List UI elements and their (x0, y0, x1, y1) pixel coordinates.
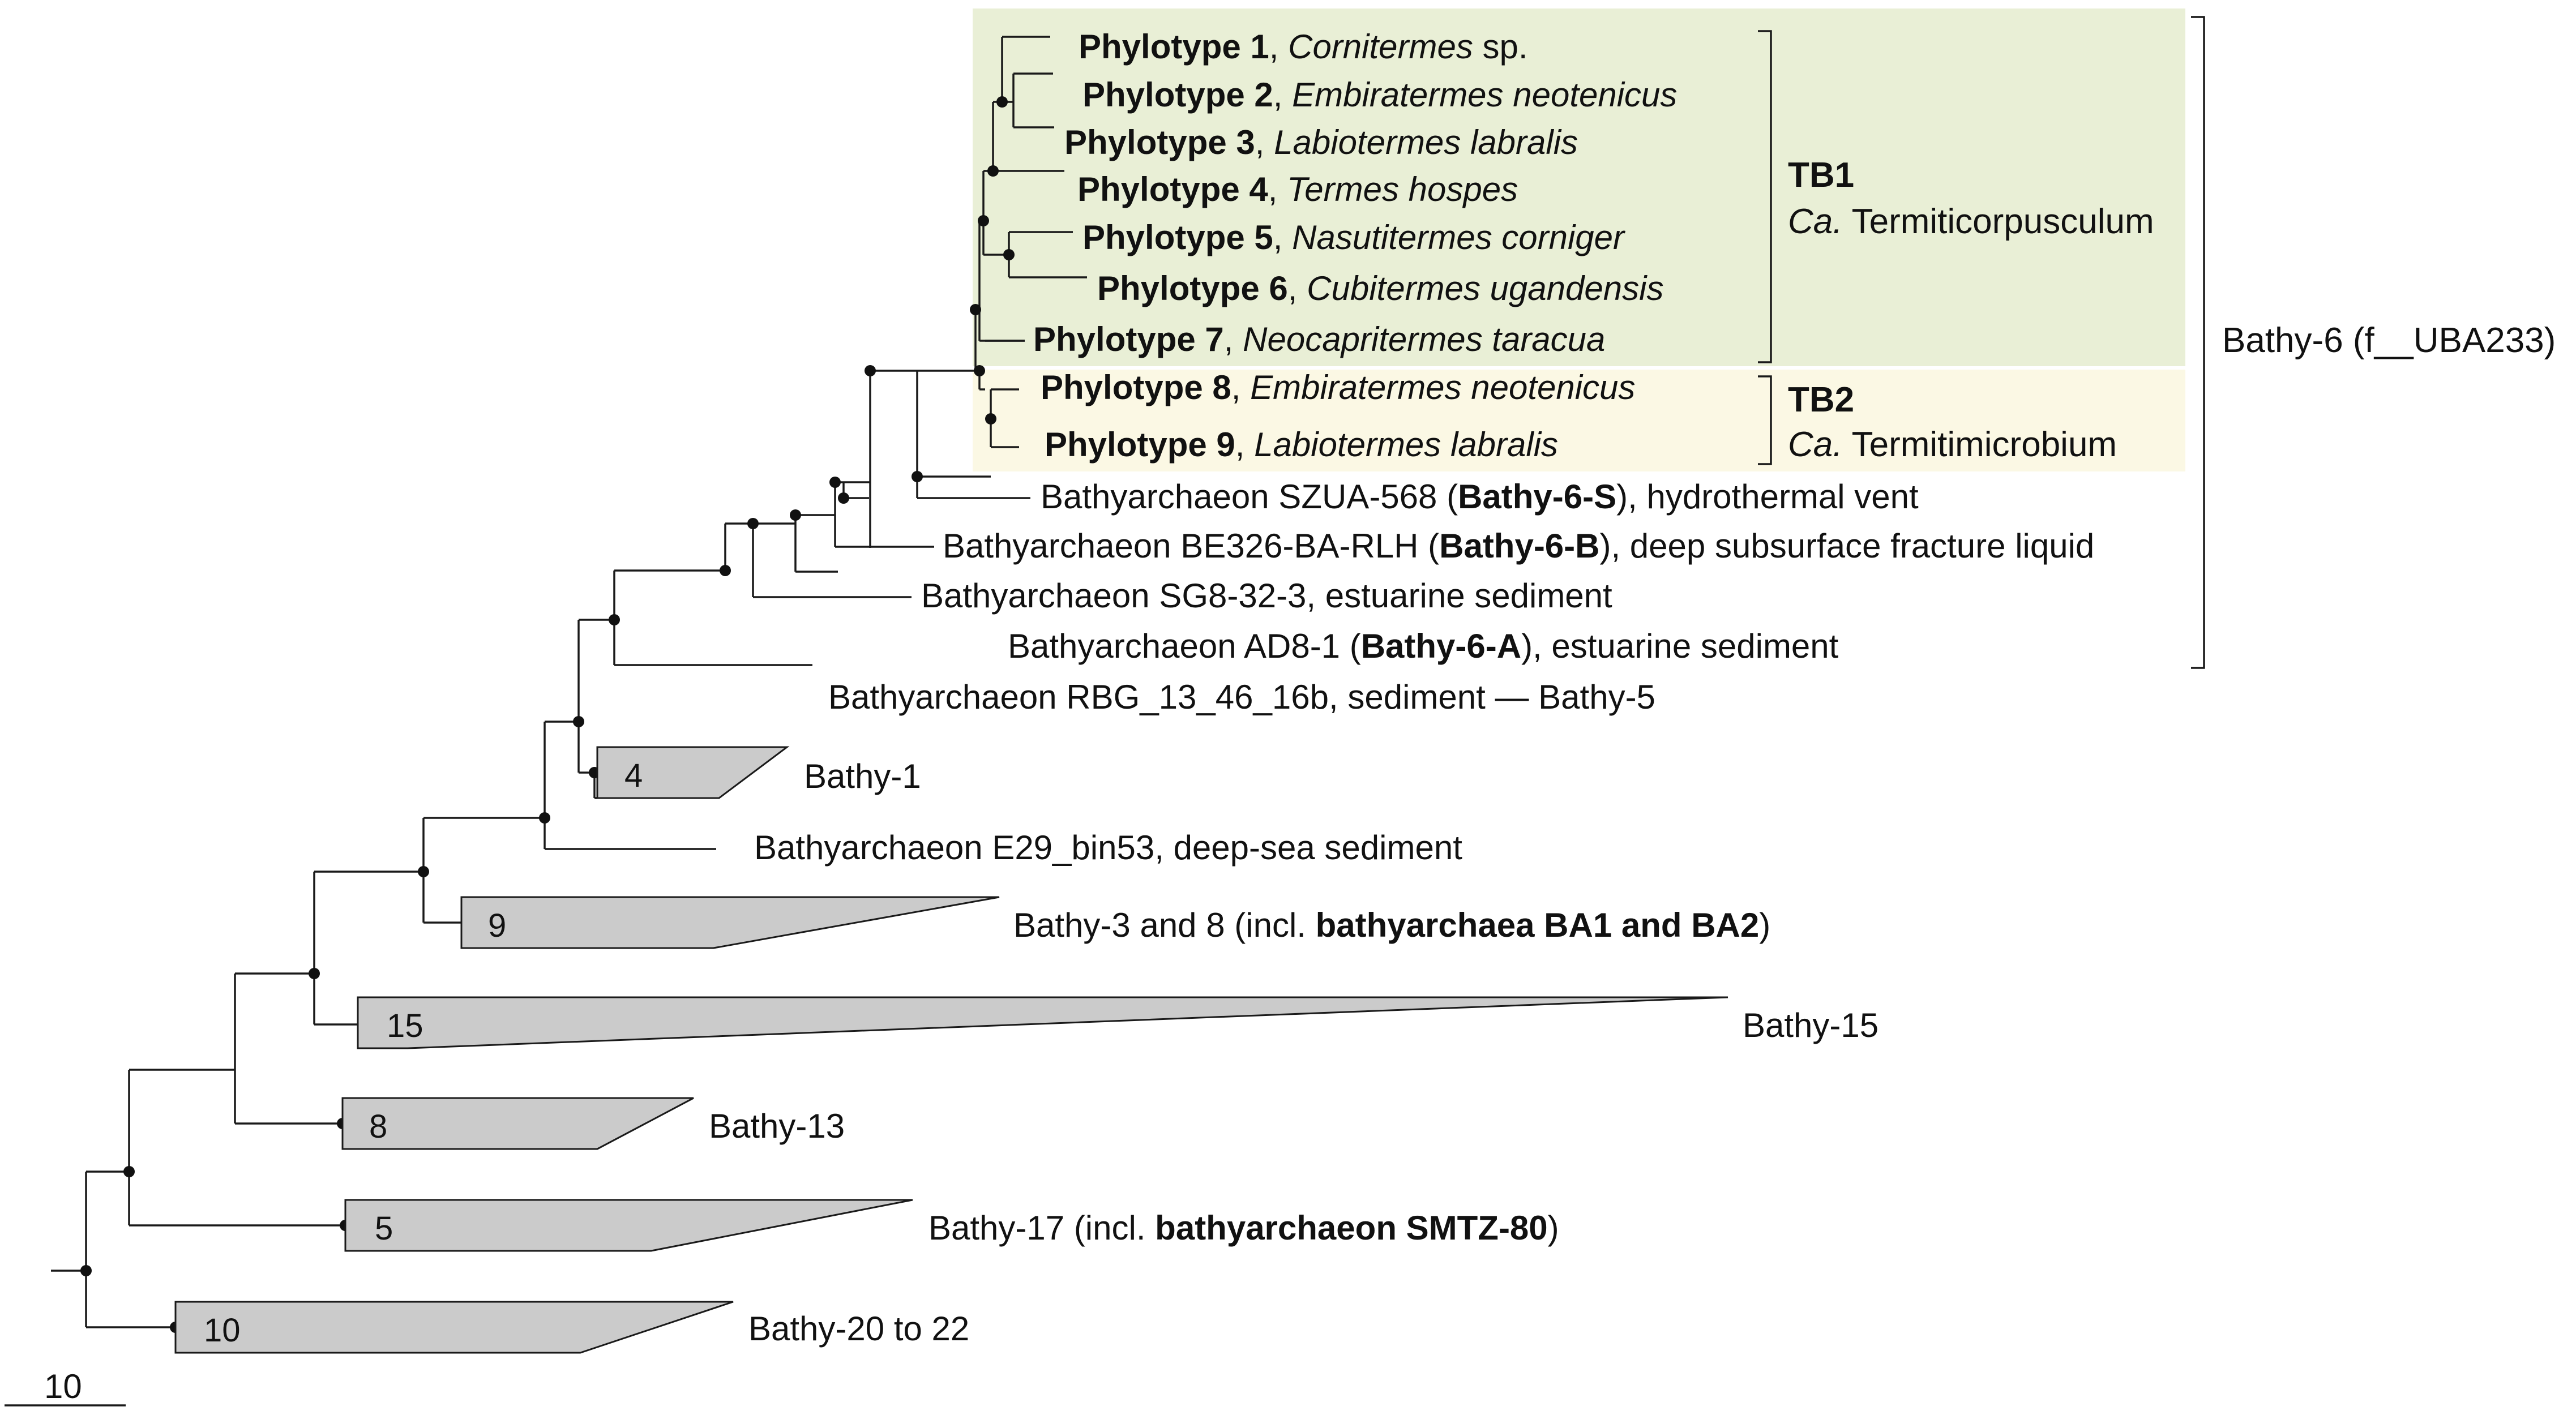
taxon-label: Phylotype 3, Labiotermes labralis (1064, 123, 1578, 161)
label-segment: Bathy-3 and 8 (incl. (1013, 906, 1316, 944)
label-segment: , (1235, 426, 1254, 464)
label-segment: Bathy-6-A (1361, 627, 1521, 665)
label-segment: , (1224, 320, 1243, 358)
collapsed-clade-bathy1: 4 (596, 746, 790, 799)
taxon-label: Phylotype 4, Termes hospes (1077, 170, 1518, 208)
tb1-name: Ca. Termiticorpusculum (1788, 202, 2154, 241)
label-segment: ), estuarine sediment (1521, 627, 1839, 665)
label-segment: , (1268, 170, 1287, 208)
collapsed-clade-bathy20: 10 (174, 1301, 734, 1354)
label-segment: Bathyarchaeon E29_bin53, deep-sea sedime… (754, 829, 1462, 867)
taxon-label: Bathyarchaeon BE326-BA-RLH (Bathy-6-B), … (943, 527, 2094, 565)
label-segment: Bathy-20 to 22 (748, 1310, 969, 1348)
svg-text:5: 5 (375, 1210, 393, 1247)
label-segment: Phylotype 5 (1082, 218, 1273, 256)
tb2-code: TB2 (1788, 380, 1854, 419)
tb2-name: Ca. Termitimicrobium (1788, 425, 2117, 464)
taxon-label: Phylotype 1, Cornitermes sp. (1079, 28, 1528, 66)
label-segment: Phylotype 9 (1045, 426, 1235, 464)
label-segment: Phylotype 3 (1064, 123, 1255, 161)
label-segment: Bathyarchaeon BE326-BA-RLH ( (943, 527, 1439, 565)
clade-label: Bathy-13 (709, 1107, 845, 1145)
taxon-label: Bathyarchaeon RBG_13_46_16b, sediment — … (828, 678, 1655, 716)
tb2-bracket (1758, 375, 1772, 465)
label-segment: , (1255, 123, 1274, 161)
label-segment: Phylotype 2 (1082, 76, 1273, 114)
taxon-label: Bathyarchaeon E29_bin53, deep-sea sedime… (754, 829, 1462, 867)
label-segment: Phylotype 6 (1097, 269, 1288, 307)
scale-bar-label: 10 (44, 1367, 82, 1405)
label-segment: Phylotype 8 (1041, 368, 1231, 406)
label-segment: , (1273, 76, 1292, 114)
clade-label: Bathy-15 (1743, 1006, 1878, 1044)
label-segment: Labiotermes labralis (1254, 426, 1558, 464)
label-segment: ), hydrothermal vent (1616, 478, 1919, 516)
taxon-label: Bathyarchaeon SG8-32-3, estuarine sedime… (921, 577, 1612, 615)
label-segment: Phylotype 4 (1077, 170, 1268, 208)
collapsed-clade-bathy3: 9 (460, 896, 1000, 949)
label-segment: , (1288, 269, 1307, 307)
taxon-label: Phylotype 2, Embiratermes neotenicus (1082, 76, 1677, 114)
label-segment: , (1231, 368, 1250, 406)
label-segment: Bathy-6-B (1439, 527, 1599, 565)
svg-text:10: 10 (204, 1312, 241, 1349)
label-segment: Bathyarchaeon RBG_13_46_16b, sediment — … (828, 678, 1655, 716)
label-segment: sp. (1473, 28, 1528, 66)
collapsed-clade-bathy17: 5 (344, 1199, 913, 1252)
label-segment: Embiratermes neotenicus (1250, 368, 1635, 406)
taxon-label: Phylotype 6, Cubitermes ugandensis (1097, 269, 1663, 307)
taxon-label: Phylotype 9, Labiotermes labralis (1045, 426, 1558, 464)
label-segment: Cornitermes (1288, 28, 1473, 66)
label-segment: , (1269, 28, 1288, 66)
label-segment: Phylotype 7 (1033, 320, 1224, 358)
clade-label: Bathy-17 (incl. bathyarchaeon SMTZ-80) (928, 1209, 1559, 1247)
label-segment: Bathyarchaeon AD8-1 ( (1008, 627, 1361, 665)
label-segment: Bathy-13 (709, 1107, 845, 1145)
label-segment: Labiotermes labralis (1274, 123, 1578, 161)
label-segment: Phylotype 1 (1079, 28, 1269, 66)
label-segment: Bathy-17 (incl. (928, 1209, 1155, 1247)
svg-text:8: 8 (369, 1108, 387, 1145)
label-segment: Bathyarchaeon SZUA-568 ( (1041, 478, 1458, 516)
label-segment: ) (1759, 906, 1770, 944)
taxon-label: Bathyarchaeon SZUA-568 (Bathy-6-S), hydr… (1041, 478, 1919, 516)
svg-text:9: 9 (488, 907, 506, 944)
tb2-highlight (973, 370, 2185, 471)
bathy6-label: Bathy-6 (f__UBA233) (2222, 321, 2556, 360)
label-segment: bathyarchaea BA1 and BA2 (1316, 906, 1760, 944)
label-segment: Bathy-1 (804, 757, 921, 795)
collapsed-clade-bathy15: 15 (357, 996, 1728, 1049)
label-segment: Neocapritermes taracua (1243, 320, 1605, 358)
label-segment: Nasutitermes corniger (1292, 218, 1625, 256)
tree-branches (51, 36, 1087, 1328)
taxon-label: Bathyarchaeon AD8-1 (Bathy-6-A), estuari… (1008, 627, 1839, 665)
scale-bar: 10 (5, 1367, 126, 1407)
label-segment: Bathyarchaeon SG8-32-3, estuarine sedime… (921, 577, 1612, 615)
tb1-bracket (1758, 30, 1772, 363)
taxon-label: Phylotype 7, Neocapritermes taracua (1033, 320, 1605, 358)
clade-label: Bathy-20 to 22 (748, 1310, 969, 1348)
label-segment: Embiratermes neotenicus (1292, 76, 1677, 114)
svg-text:15: 15 (387, 1007, 423, 1044)
bathy6-bracket (2191, 16, 2205, 669)
clade-label: Bathy-3 and 8 (incl. bathyarchaea BA1 an… (1013, 906, 1770, 944)
tb1-code: TB1 (1788, 156, 1854, 195)
label-segment: , (1273, 218, 1292, 256)
label-segment: ) (1548, 1209, 1559, 1247)
label-segment: Cubitermes ugandensis (1307, 269, 1663, 307)
clade-label: Bathy-1 (804, 757, 921, 795)
label-segment: Bathy-15 (1743, 1006, 1878, 1044)
label-segment: Termes hospes (1287, 170, 1518, 208)
collapsed-clade-bathy13: 8 (341, 1097, 694, 1150)
label-segment: ), deep subsurface fracture liquid (1599, 527, 2094, 565)
tb1-highlight (973, 8, 2185, 366)
label-segment: bathyarchaeon SMTZ-80 (1155, 1209, 1548, 1247)
svg-text:4: 4 (624, 757, 643, 794)
label-segment: Bathy-6-S (1458, 478, 1616, 516)
taxon-label: Phylotype 8, Embiratermes neotenicus (1041, 368, 1635, 406)
taxon-label: Phylotype 5, Nasutitermes corniger (1082, 218, 1625, 256)
